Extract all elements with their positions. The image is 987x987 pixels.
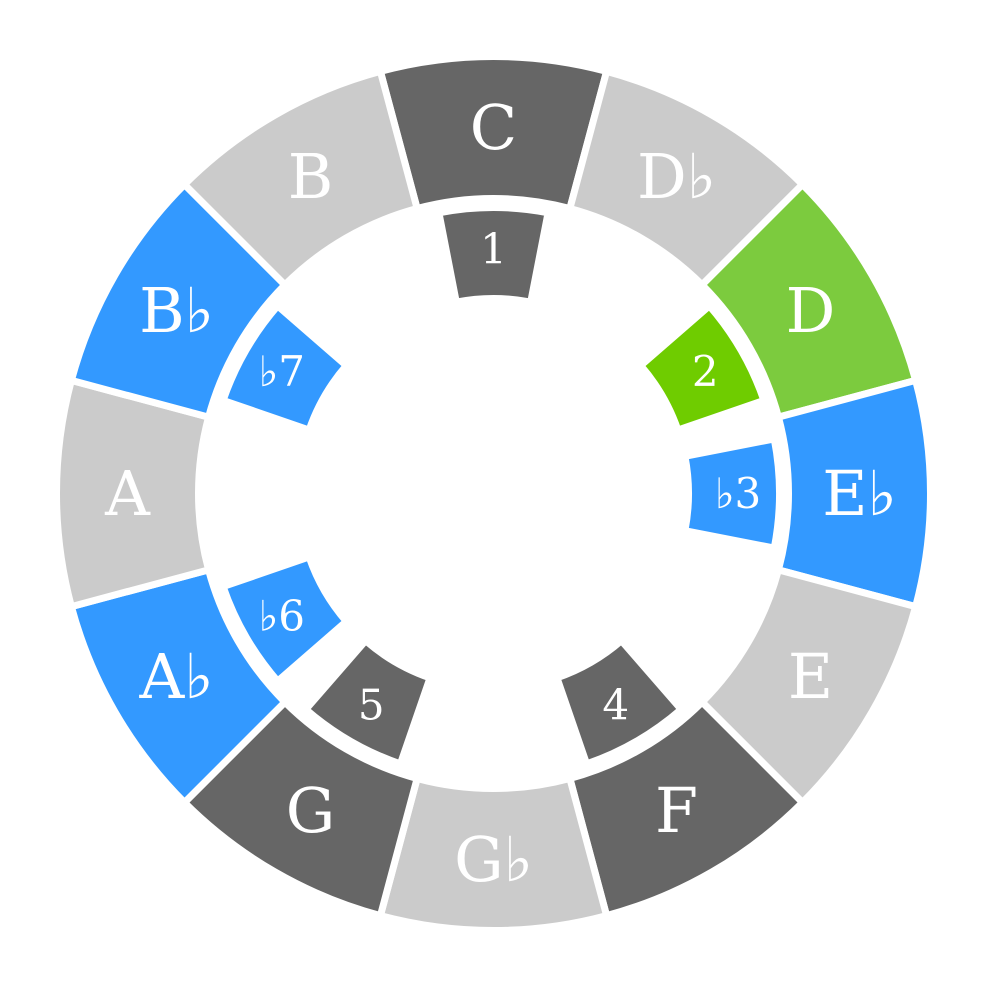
inner-degree-ring [218,204,783,769]
degree-label-2: 2 [692,347,719,396]
degree-label-flat6: ♭6 [258,591,305,640]
note-label-c: C [470,91,517,164]
note-label-d-flat: D♭ [637,140,716,213]
ring-labels: C 1 D♭ D 2E♭ ♭3E F4G♭ G5 A♭ ♭6 A B♭ ♭7 B [104,91,897,896]
note-label-d: D [786,274,836,347]
degree-label-flat3: ♭3 [715,469,762,518]
degree-segment-4 [552,635,687,769]
note-label-g: G [286,774,336,847]
degree-segment-flat3 [680,434,783,553]
degree-segment-flat7 [218,300,352,435]
note-label-e-flat: E♭ [822,457,897,530]
degree-segment-5 [300,635,435,769]
note-label-a: A [104,457,151,530]
outer-note-ring [53,53,934,934]
degree-label-1: 1 [480,225,507,274]
note-label-b-flat: B♭ [139,274,214,347]
degree-segment-2 [635,300,769,435]
degree-label-4: 4 [602,681,629,730]
degree-label-flat7: ♭7 [258,347,305,396]
degree-label-5: 5 [358,681,385,730]
note-label-b: B [288,140,334,213]
note-label-f: F [655,774,698,847]
degree-segment-flat6 [218,552,352,687]
degree-segment-1 [434,204,553,307]
note-label-e: E [788,640,833,713]
note-label-a-flat: A♭ [139,640,214,713]
note-label-g-flat: G♭ [454,823,533,896]
note-segment-b [179,67,422,290]
